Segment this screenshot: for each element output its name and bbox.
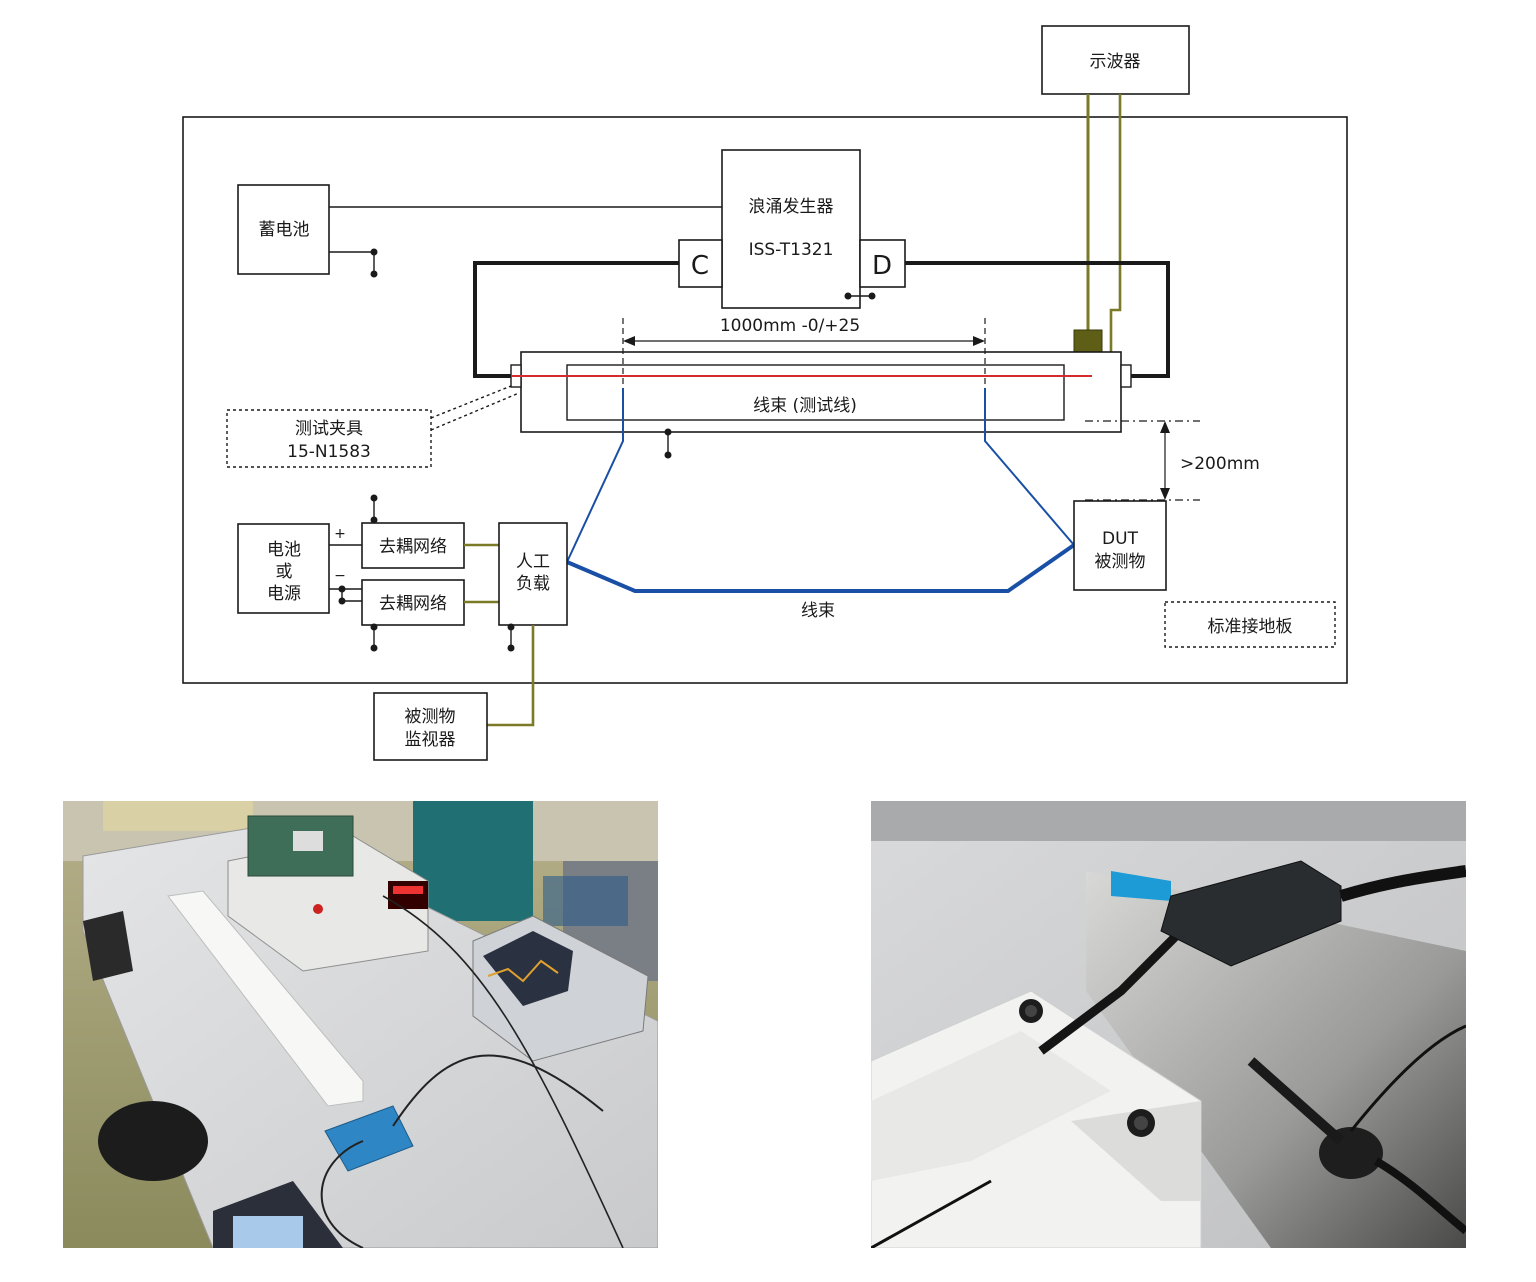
dut-monitor-box bbox=[373, 692, 488, 761]
fixture-number-label: 15-N1583 bbox=[287, 442, 371, 462]
decoupling-network-2-label: 去耦网络 bbox=[379, 594, 447, 614]
harness-wire-right bbox=[984, 388, 1075, 546]
harness-test-box bbox=[566, 364, 1065, 421]
ground-plane-frame bbox=[182, 116, 1348, 684]
harness-wire-bottom bbox=[566, 543, 1076, 593]
minus-label: − bbox=[334, 568, 346, 584]
oscilloscope-box bbox=[1041, 25, 1190, 95]
decoupling-network-2-box bbox=[361, 579, 465, 626]
probe-cable bbox=[1038, 927, 1185, 1055]
battery-label: 蓄电池 bbox=[259, 220, 310, 240]
artificial-load-box bbox=[498, 522, 568, 626]
surge-generator-label: 浪涌发生器 bbox=[749, 197, 834, 217]
dut-monitor-line2: 监视器 bbox=[405, 730, 456, 750]
power-line1-label: 电池 bbox=[267, 540, 301, 560]
fixture-name-label: 测试夹具 bbox=[295, 419, 363, 439]
power-source-box bbox=[237, 523, 330, 614]
harness-wire-left bbox=[566, 388, 624, 563]
terminal-d-label: D bbox=[872, 251, 892, 281]
battery-box bbox=[237, 184, 330, 275]
artificial-load-line1: 人工 bbox=[516, 552, 550, 572]
terminal-c-box bbox=[678, 239, 723, 288]
test-setup-diagram: 示波器 蓄电池 浪涌发生器 ISS-T1321 C D 线束 (测试线) 100… bbox=[182, 25, 1348, 761]
dut-label: DUT bbox=[1102, 529, 1139, 549]
power-line2-label: 或 bbox=[276, 562, 293, 582]
dut-monitor-line1: 被测物 bbox=[405, 707, 456, 727]
probe-closeup-photo bbox=[871, 801, 1466, 1248]
surge-generator-box bbox=[721, 149, 861, 309]
terminal-d-box bbox=[859, 239, 906, 288]
length-dimension-label: 1000mm -0/+25 bbox=[720, 316, 860, 336]
power-line3-label: 电源 bbox=[267, 584, 301, 604]
decoupling-network-1-label: 去耦网络 bbox=[379, 537, 447, 557]
blue-plate bbox=[324, 1105, 414, 1172]
height-dimension-label: >200mm bbox=[1180, 454, 1260, 474]
terminal-c-label: C bbox=[691, 251, 709, 281]
harness-label: 线束 bbox=[801, 601, 835, 621]
oscilloscope-label: 示波器 bbox=[1090, 52, 1141, 72]
harness-test-label: 线束 (测试线) bbox=[753, 396, 857, 416]
dut-box bbox=[1073, 500, 1167, 591]
dut-name-label: 被测物 bbox=[1095, 552, 1146, 572]
fixture-callout-box bbox=[226, 409, 432, 468]
voltage-probe-body bbox=[1160, 860, 1342, 967]
artificial-load-line2: 负载 bbox=[516, 574, 550, 594]
white-fixture bbox=[167, 890, 364, 1107]
ground-plane-callout-box bbox=[1164, 601, 1336, 648]
surge-model-label: ISS-T1321 bbox=[749, 240, 834, 260]
plus-label: + bbox=[334, 526, 346, 542]
bench-setup-photo bbox=[63, 801, 658, 1248]
ground-plane-label: 标准接地板 bbox=[1208, 617, 1293, 637]
